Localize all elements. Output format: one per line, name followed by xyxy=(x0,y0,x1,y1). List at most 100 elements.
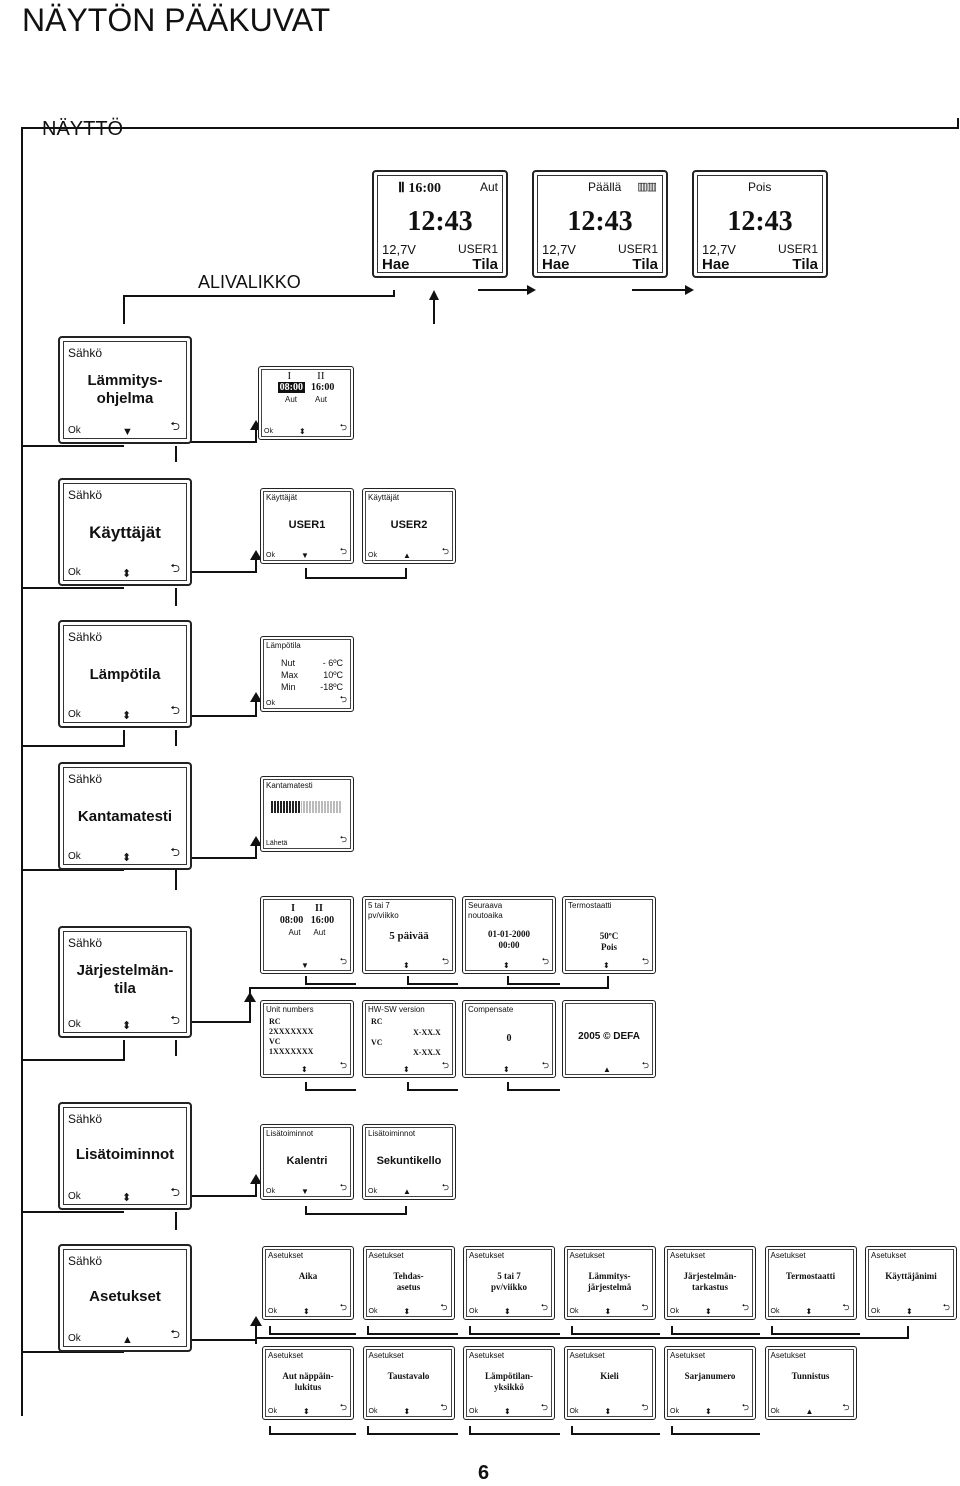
menu-range-test[interactable]: Sähkö Kantamatesti Ok ⬍ ⮌ xyxy=(58,762,192,870)
return-icon[interactable]: ⮌ xyxy=(641,1060,649,1070)
ok-label[interactable]: Ok xyxy=(266,700,275,707)
ok-label[interactable]: Ok xyxy=(268,1408,277,1415)
ok-label[interactable]: Ok xyxy=(68,709,81,720)
ok-label[interactable]: Ok xyxy=(368,1308,378,1315)
ok-label[interactable]: Ok xyxy=(266,1188,275,1195)
up-down-arrow-icon[interactable]: ⬍ xyxy=(504,1407,511,1416)
return-icon[interactable]: ⮌ xyxy=(441,1060,449,1070)
hae-button[interactable]: Hae xyxy=(382,256,410,273)
return-icon[interactable]: ⮌ xyxy=(170,1185,180,1199)
up-arrow-icon[interactable]: ▲ xyxy=(403,1187,411,1196)
return-icon[interactable]: ⮌ xyxy=(441,956,449,966)
down-arrow-icon[interactable]: ▼ xyxy=(301,961,309,970)
ok-label[interactable]: Ok xyxy=(68,1333,81,1344)
return-icon[interactable]: ⮌ xyxy=(170,1327,180,1341)
return-icon[interactable]: ⮌ xyxy=(440,1302,448,1312)
up-down-arrow-icon[interactable]: ⬍ xyxy=(403,961,410,970)
up-down-arrow-icon[interactable]: ⬍ xyxy=(303,1407,310,1416)
ok-label[interactable]: Ok xyxy=(368,552,377,559)
return-icon[interactable]: ⮌ xyxy=(339,1060,347,1070)
up-down-arrow-icon[interactable]: ⬍ xyxy=(122,710,132,722)
return-icon[interactable]: ⮌ xyxy=(170,845,180,859)
return-icon[interactable]: ⮌ xyxy=(842,1302,850,1312)
ok-label[interactable]: Ok xyxy=(268,1308,277,1315)
up-down-arrow-icon[interactable]: ⬍ xyxy=(122,852,132,864)
ok-label[interactable]: Ok xyxy=(469,1308,478,1315)
up-arrow-icon[interactable]: ▲ xyxy=(603,1065,611,1074)
up-down-arrow-icon[interactable]: ⬍ xyxy=(122,1192,132,1204)
return-icon[interactable]: ⮌ xyxy=(741,1302,749,1312)
ok-label[interactable]: Ok xyxy=(68,1019,81,1030)
up-down-arrow-icon[interactable]: ⬍ xyxy=(122,568,132,580)
down-arrow-icon[interactable]: ▼ xyxy=(122,426,133,438)
up-down-arrow-icon[interactable]: ⬍ xyxy=(403,1407,411,1416)
return-icon[interactable]: ⮌ xyxy=(339,1402,347,1412)
tila-button[interactable]: Tila xyxy=(472,256,498,273)
down-arrow-icon[interactable]: ▼ xyxy=(301,551,309,560)
up-down-arrow-icon[interactable]: ⬍ xyxy=(604,1307,612,1316)
up-down-arrow-icon[interactable]: ⬍ xyxy=(504,1307,511,1316)
menu-extras[interactable]: Sähkö Lisätoiminnot Ok ⬍ ⮌ xyxy=(58,1102,192,1210)
menu-system-status[interactable]: Sähkö Järjestelmän- tila Ok ⬍ ⮌ xyxy=(58,926,192,1038)
up-arrow-icon[interactable]: ▲ xyxy=(122,1334,133,1346)
return-icon[interactable]: ⮌ xyxy=(170,1013,180,1027)
ok-label[interactable]: Ok xyxy=(670,1308,679,1315)
return-icon[interactable]: ⮌ xyxy=(741,1402,749,1412)
up-down-arrow-icon[interactable]: ⬍ xyxy=(805,1307,813,1316)
hae-button[interactable]: Hae xyxy=(542,256,570,273)
return-icon[interactable]: ⮌ xyxy=(441,546,449,556)
up-down-arrow-icon[interactable]: ⬍ xyxy=(604,1407,612,1416)
ok-label[interactable]: Ok xyxy=(770,1308,780,1315)
return-icon[interactable]: ⮌ xyxy=(339,834,347,844)
return-icon[interactable]: ⮌ xyxy=(540,1302,548,1312)
return-icon[interactable]: ⮌ xyxy=(339,546,347,556)
ok-label[interactable]: Ok xyxy=(569,1408,579,1415)
return-icon[interactable]: ⮌ xyxy=(541,1060,549,1070)
ok-label[interactable]: Ok xyxy=(68,425,81,436)
ok-label[interactable]: Ok xyxy=(871,1308,880,1315)
hae-button[interactable]: Hae xyxy=(702,256,730,273)
up-down-arrow-icon[interactable]: ⬍ xyxy=(303,1307,310,1316)
up-down-arrow-icon[interactable]: ⬍ xyxy=(906,1307,913,1316)
tila-button[interactable]: Tila xyxy=(792,256,818,273)
return-icon[interactable]: ⮌ xyxy=(942,1302,950,1312)
return-icon[interactable]: ⮌ xyxy=(441,1182,449,1192)
up-down-arrow-icon[interactable]: ⬍ xyxy=(122,1020,132,1032)
ok-label[interactable]: Ok xyxy=(368,1408,378,1415)
return-icon[interactable]: ⮌ xyxy=(339,694,347,704)
menu-temperature[interactable]: Sähkö Lämpötila Ok ⬍ ⮌ xyxy=(58,620,192,728)
return-icon[interactable]: ⮌ xyxy=(540,1402,548,1412)
return-icon[interactable]: ⮌ xyxy=(641,1302,649,1312)
up-down-arrow-icon[interactable]: ⬍ xyxy=(503,961,510,970)
return-icon[interactable]: ⮌ xyxy=(170,703,180,717)
return-icon[interactable]: ⮌ xyxy=(440,1402,448,1412)
return-icon[interactable]: ⮌ xyxy=(170,419,180,433)
down-arrow-icon[interactable]: ▼ xyxy=(301,1187,309,1196)
up-down-arrow-icon[interactable]: ⬍ xyxy=(299,427,306,436)
return-icon[interactable]: ⮌ xyxy=(339,422,347,432)
up-down-arrow-icon[interactable]: ⬍ xyxy=(403,1065,410,1074)
ok-label[interactable]: Ok xyxy=(266,552,275,559)
menu-heating-program[interactable]: Sähkö Lämmitys- ohjelma Ok ▼ ⮌ xyxy=(58,336,192,444)
return-icon[interactable]: ⮌ xyxy=(842,1402,850,1412)
return-icon[interactable]: ⮌ xyxy=(339,956,347,966)
up-down-arrow-icon[interactable]: ⬍ xyxy=(705,1307,712,1316)
up-down-arrow-icon[interactable]: ⬍ xyxy=(705,1407,712,1416)
ok-label[interactable]: Ok xyxy=(670,1408,679,1415)
up-arrow-icon[interactable]: ▲ xyxy=(805,1407,814,1416)
tila-button[interactable]: Tila xyxy=(632,256,658,273)
ok-label[interactable]: Ok xyxy=(469,1408,478,1415)
return-icon[interactable]: ⮌ xyxy=(339,1302,347,1312)
ok-label[interactable]: Ok xyxy=(264,428,273,435)
return-icon[interactable]: ⮌ xyxy=(339,1182,347,1192)
return-icon[interactable]: ⮌ xyxy=(170,561,180,575)
ok-label[interactable]: Ok xyxy=(68,567,81,578)
ok-label[interactable]: Ok xyxy=(368,1188,377,1195)
up-down-arrow-icon[interactable]: ⬍ xyxy=(503,1065,510,1074)
return-icon[interactable]: ⮌ xyxy=(641,1402,649,1412)
ok-label[interactable]: Ok xyxy=(68,1191,81,1202)
up-arrow-icon[interactable]: ▲ xyxy=(403,551,411,560)
ok-label[interactable]: Ok xyxy=(569,1308,579,1315)
return-icon[interactable]: ⮌ xyxy=(541,956,549,966)
ok-label[interactable]: Ok xyxy=(770,1408,780,1415)
